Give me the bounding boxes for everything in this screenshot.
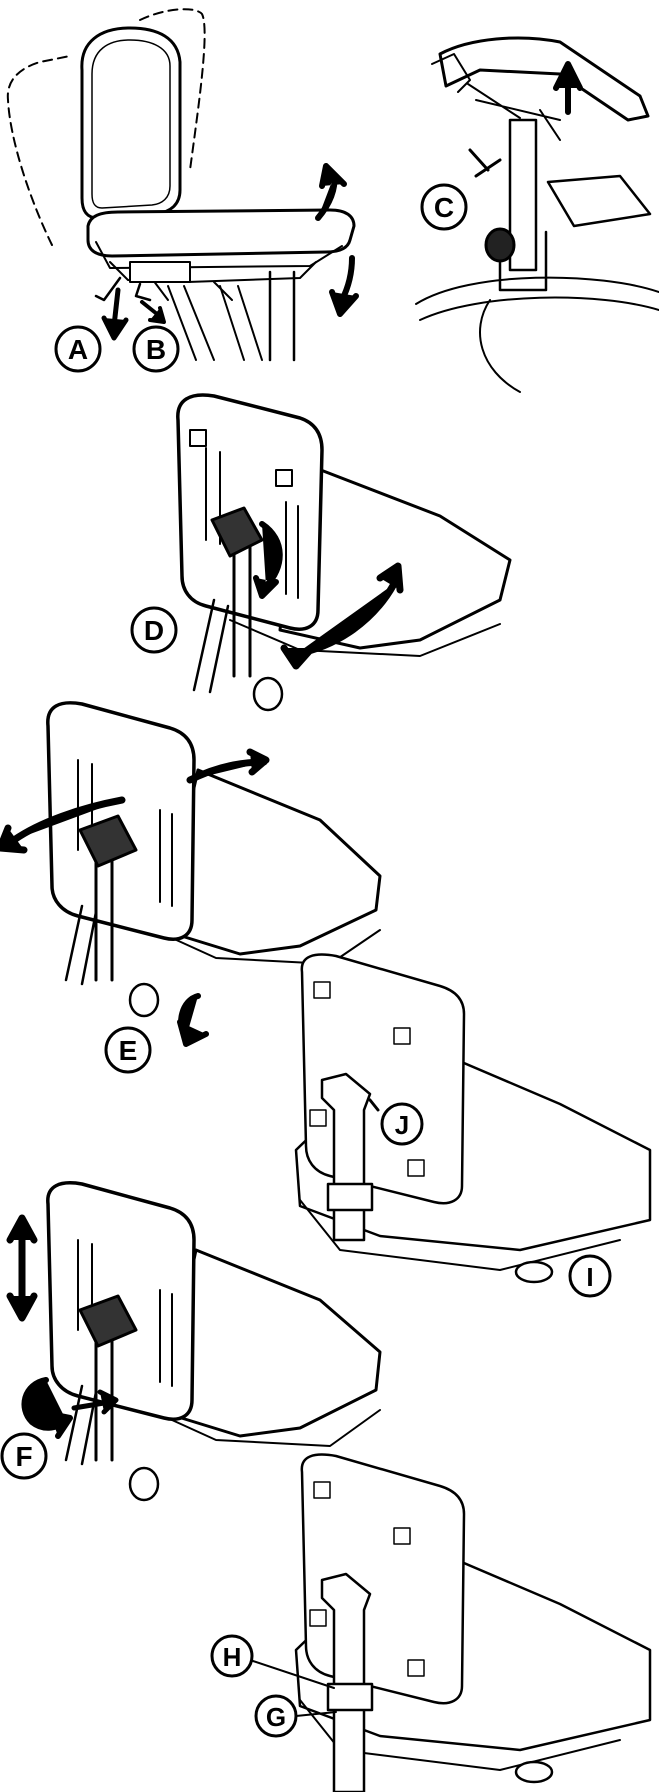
backrest-slot-right-e [159,809,173,907]
svg-text:B: B [146,334,166,365]
callout-e: E [104,1026,152,1074]
callout-i: I [568,1254,612,1298]
knob-f [128,1466,160,1502]
tilt-block-f [78,1294,138,1348]
seat-base-gh [299,1699,621,1771]
panel-bracket-clamp: H G [210,1453,652,1792]
svg-text:D: D [144,615,164,646]
knob-d [252,676,284,712]
seat-cushion [86,208,356,258]
seat-cushion-d [278,460,512,650]
seat-base-e [149,927,381,965]
mount-clip-gh-4 [407,1659,425,1677]
callout-a: A [54,325,102,373]
seat-underside [438,36,650,122]
mount-clip-gh-2 [393,1527,411,1545]
panel-backrest-tilt: D [130,393,512,712]
bracket-sleeve-ij [326,1182,374,1212]
backrest-ghost-front [139,8,206,171]
arrow-rotate-f [21,1377,73,1439]
arrow-right-e [186,748,270,784]
chair-legs [167,285,263,361]
callout-h: H [210,1634,254,1678]
leg-d [192,598,230,694]
knob [484,227,516,263]
arrow-up-column [553,61,583,115]
seat-base-d [229,619,501,657]
bracket-lever-j [368,1098,380,1112]
svg-text:J: J [395,1110,409,1140]
tilt-block-e [78,814,138,868]
arrow-down-a [101,287,129,341]
chair-column [268,270,296,362]
seat-bracket [129,261,191,283]
backrest-inner [91,39,171,209]
mount-clip-2 [275,469,293,487]
backrest [80,26,182,220]
seat-base-ij [299,1199,621,1271]
leader-g [295,1711,337,1717]
lever-a [94,276,122,302]
leg-e [64,904,98,986]
arrow-up-seat [315,163,347,221]
backrest-slot-right-f [159,1289,173,1387]
svg-text:G: G [266,1702,286,1732]
tilt-block-d [210,506,264,558]
mount-clip-ij-3 [309,1109,327,1127]
panel-backrest-height: F [0,1181,382,1502]
svg-text:C: C [434,192,454,223]
foot-ring [415,276,659,393]
panel-seat-tilt: A B [6,8,359,373]
panel-backrest-depth: E [0,701,382,1074]
crank-handle [468,148,502,178]
arrow-b [140,300,166,324]
callout-c: C [420,183,468,231]
svg-text:F: F [15,1441,32,1472]
mount-clip-ij-1 [313,981,331,999]
svg-text:E: E [119,1035,138,1066]
lever-b [134,282,152,302]
callout-j: J [380,1102,424,1146]
callout-f: F [0,1432,48,1480]
callout-d: D [130,606,178,654]
svg-text:H: H [223,1642,242,1672]
bracket-sleeve-gh [326,1682,374,1712]
mount-clip-ij-2 [393,1027,411,1045]
backrest-slot-right [285,501,299,599]
knob-i [514,1260,554,1284]
knob-gh [514,1760,554,1784]
mount-clip-gh-3 [309,1609,327,1627]
arrow-updown-f [6,1214,38,1322]
arrow-rotate-e [177,993,209,1047]
mount-clip-ij-4 [407,1159,425,1177]
svg-text:A: A [68,334,88,365]
foot-plate [546,174,652,228]
seat-edge [95,241,343,269]
callout-b: B [132,325,180,373]
arrow-sweep-d [280,562,404,670]
mount-clip-1 [189,429,207,447]
backrest-ghost-rear [6,55,71,246]
mount-clip-gh-1 [313,1481,331,1499]
leg-f [64,1384,98,1466]
leader-h [249,1659,335,1689]
arrow-push-f [71,1389,119,1415]
seat-base-f [149,1409,381,1447]
panel-backrest-bracket: J I [294,953,652,1298]
knob-e [128,982,160,1018]
svg-text:I: I [586,1262,593,1292]
arrow-left-e [0,796,126,854]
mechanism-top [431,53,561,141]
callout-g: G [254,1694,298,1738]
arrow-down-seat [329,255,359,317]
arrow-rotate-d [253,521,283,599]
panel-height-adjustment: C [415,36,659,393]
